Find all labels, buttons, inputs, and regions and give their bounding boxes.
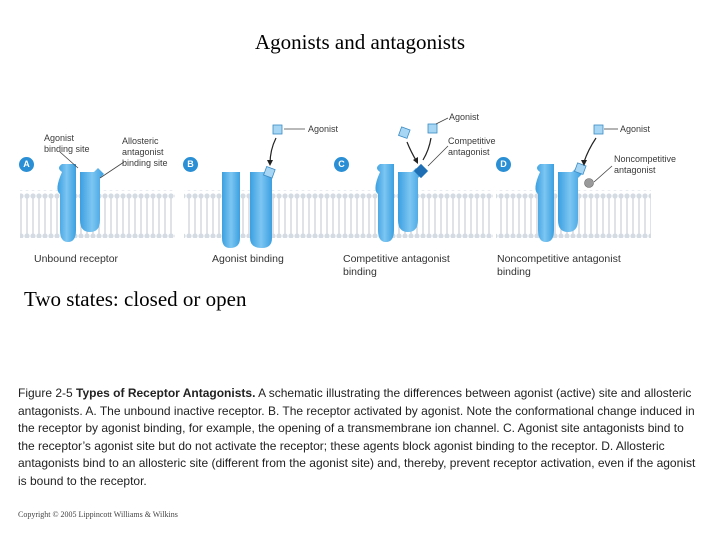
allosteric-site-label: Allosteric antagonist binding site (122, 136, 168, 168)
panel-c-receptor (375, 163, 429, 242)
figure-caption-text: A schematic illustrating the differences… (18, 386, 696, 488)
panel-b-caption: Agonist binding (212, 253, 284, 265)
panel-d-receptor (535, 162, 594, 242)
receptor-diagram (20, 117, 651, 248)
panel-b-agonist-label: Agonist (308, 124, 339, 134)
panel-c-caption: Competitive antagonist binding (343, 253, 450, 278)
competitive-antagonist-label: Competitive antagonist (448, 136, 496, 157)
figure-number: Figure 2-5 (18, 386, 73, 400)
slide-title: Agonists and antagonists (255, 30, 465, 54)
agonist-binding-site-label: Agonist binding site (44, 133, 90, 154)
panel-d-badge: D (496, 157, 511, 172)
panel-d-agonist-label: Agonist (620, 124, 651, 134)
panel-c-agonist-label: Agonist (449, 112, 480, 122)
slide-subtitle: Two states: closed or open (24, 287, 247, 311)
panel-b-badge: B (183, 157, 198, 172)
panel-a-badge: A (19, 157, 34, 172)
noncompetitive-antagonist-label: Noncompetitive antagonist (614, 154, 677, 175)
figure-caption: Figure 2-5 Types of Receptor Antagonists… (18, 385, 698, 491)
panel-b-receptor (222, 166, 276, 248)
figure-heading: Types of Receptor Antagonists. (76, 386, 256, 400)
panel-a-receptor (57, 164, 104, 242)
panel-c-badge: C (334, 157, 349, 172)
panel-a-caption: Unbound receptor (34, 253, 119, 265)
panel-d-caption: Noncompetitive antagonist binding (497, 253, 621, 278)
copyright-notice: Copyright © 2005 Lippincott Williams & W… (18, 510, 178, 519)
